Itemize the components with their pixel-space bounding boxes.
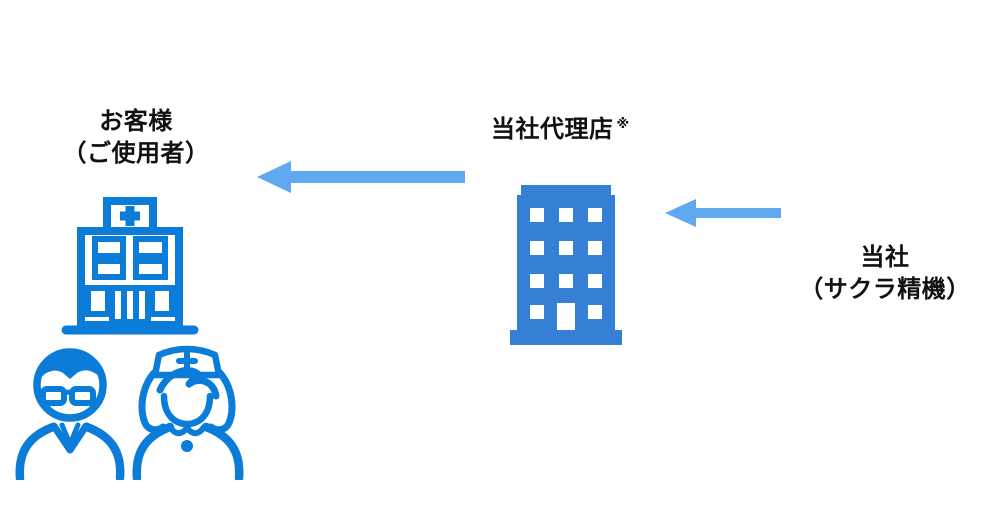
doctor-icon: [15, 348, 125, 480]
customer-label-line2: （ご使用者）: [62, 140, 210, 167]
company-label: 当社 （サクラ精機）: [790, 242, 980, 306]
nurse-icon: [132, 345, 244, 480]
agent-label: 当社代理店※: [491, 108, 630, 146]
footnote-reference-mark: ※: [616, 116, 630, 131]
agent-label-text: 当社代理店: [491, 116, 614, 143]
company-label-line2: （サクラ精機）: [799, 276, 971, 303]
customer-label: お客様 （ご使用者）: [58, 106, 214, 170]
hospital-building-icon: [61, 197, 199, 335]
left-arrow-icon: [665, 199, 781, 227]
company-label-line1: 当社: [860, 244, 910, 271]
office-building-icon: [510, 185, 622, 345]
left-arrow-icon: [257, 161, 465, 193]
customer-label-line1: お客様: [99, 108, 173, 135]
